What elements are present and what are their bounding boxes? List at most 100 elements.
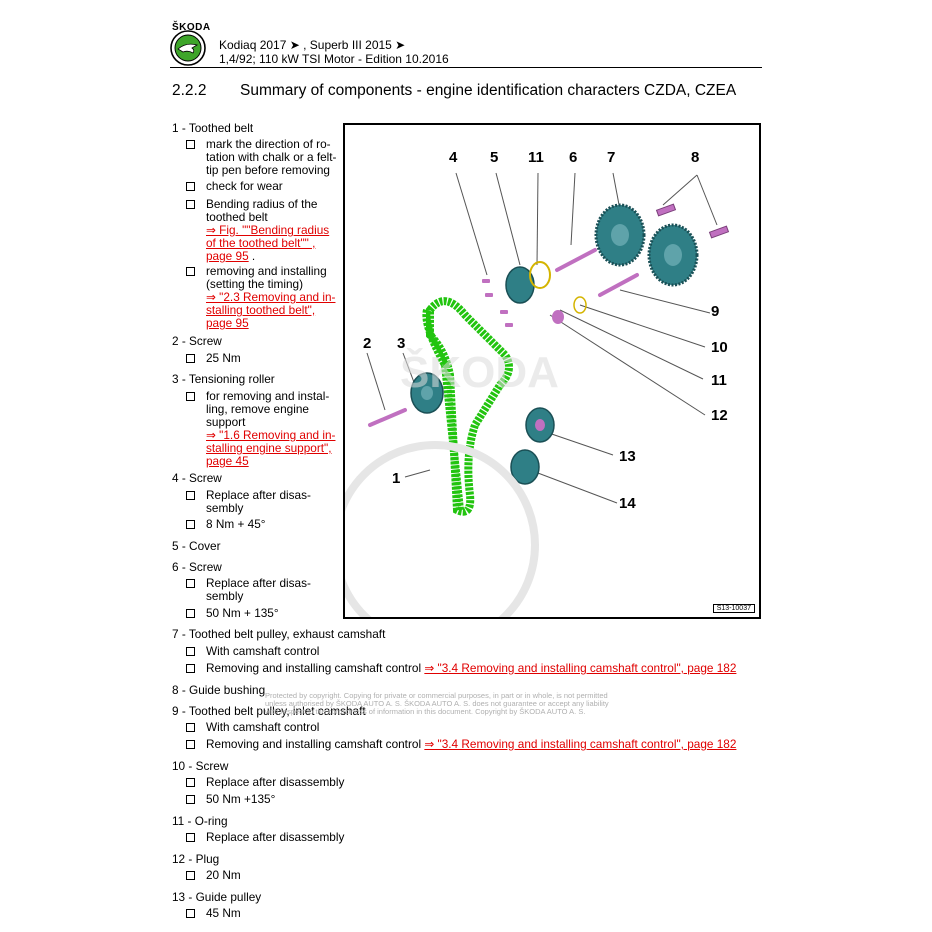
callout-label: 9 — [711, 303, 720, 320]
text-line: Replace after disassembly — [206, 775, 345, 789]
callout-label: 11 — [711, 372, 727, 389]
text-line: With camshaft control — [206, 720, 320, 734]
link-toothed-belt[interactable]: stalling toothed belt", — [206, 303, 316, 317]
checkbox-bullet-icon — [186, 140, 195, 149]
copyright-watermark: Protected by copyright. Copying for priv… — [265, 692, 609, 716]
link-engine-support[interactable]: ⇒ "1.6 Removing and in- — [206, 428, 336, 442]
toothed-belt-drawing: ŠKODA — [345, 172, 730, 617]
callout-label: 3 — [397, 335, 406, 352]
callout-label: 4 — [449, 149, 458, 166]
checkbox-bullet-icon — [186, 723, 195, 732]
text-line: support — [206, 415, 246, 429]
section-title: Summary of components - engine identific… — [240, 82, 737, 99]
text-suffix: . — [248, 249, 256, 263]
text-line: With camshaft control — [206, 644, 320, 658]
toothed-belt — [426, 297, 513, 516]
watermark-line: unless authorised by ŠKODA AUTO A. S. ŠK… — [265, 699, 609, 708]
text-line: 25 Nm — [206, 351, 241, 365]
checkbox-bullet-icon — [186, 647, 195, 656]
checkbox-bullet-icon — [186, 520, 195, 529]
checkbox-bullet-icon — [186, 833, 195, 842]
brand-wordmark: ŠKODA — [172, 22, 211, 33]
list-item: 5 - Cover — [172, 539, 221, 553]
header-engine: 1,4/92; 110 kW TSI Motor - Edition 10.20… — [219, 52, 449, 66]
header-models: Kodiaq 2017 ➤ , Superb III 2015 ➤ — [219, 38, 406, 52]
list-item: 12 - Plug — [172, 852, 220, 866]
list-item: 7 - Toothed belt pulley, exhaust camshaf… — [172, 627, 386, 641]
checkbox-bullet-icon — [186, 267, 195, 276]
callout-label: 2 — [363, 335, 372, 352]
header-divider — [170, 67, 762, 68]
text-line: (setting the timing) — [206, 277, 304, 291]
text-line: removing and installing — [206, 264, 327, 278]
checkbox-bullet-icon — [186, 491, 195, 500]
text-line: for removing and instal- — [206, 389, 330, 403]
callout-label: 12 — [711, 407, 728, 424]
list-item: 10 - Screw — [172, 759, 229, 773]
link-toothed-belt[interactable]: page 95 — [206, 316, 249, 330]
checkbox-bullet-icon — [186, 871, 195, 880]
text-line: 45 Nm — [206, 906, 241, 920]
text-line: sembly — [206, 589, 244, 603]
checkbox-bullet-icon — [186, 664, 195, 673]
text-line: ling, remove engine — [206, 402, 309, 416]
list-item: 8 - Guide bushing — [172, 683, 266, 697]
text-line: tation with chalk or a felt- — [206, 150, 337, 164]
callout-label: 11 — [528, 149, 544, 166]
checkbox-bullet-icon — [186, 182, 195, 191]
text-line: check for wear — [206, 179, 283, 193]
text-line: tip pen before removing — [206, 163, 330, 177]
list-item: 11 - O-ring — [172, 814, 228, 828]
list-item: 4 - Screw — [172, 471, 222, 485]
section-number: 2.2.2 — [172, 82, 207, 99]
text-line: 20 Nm — [206, 868, 241, 882]
text-line: 8 Nm + 45° — [206, 517, 266, 531]
checkbox-bullet-icon — [186, 778, 195, 787]
text-line: 50 Nm +135° — [206, 792, 276, 806]
link-engine-support[interactable]: page 45 — [206, 454, 249, 468]
figure-code: S13-10037 — [712, 604, 755, 613]
link-bending-radius[interactable]: ⇒ Fig. ""Bending radius — [206, 223, 330, 237]
callout-label: 1 — [392, 470, 401, 487]
text-line: mark the direction of ro- — [206, 137, 331, 151]
checkbox-bullet-icon — [186, 392, 195, 401]
text-line: Replace after disas- — [206, 576, 311, 590]
watermark-line: Protected by copyright. Copying for priv… — [265, 691, 608, 700]
callout-label: 13 — [619, 448, 636, 465]
text-line: Replace after disassembly — [206, 830, 345, 844]
link-camshaft-control[interactable]: ⇒ "3.4 Removing and installing camshaft … — [424, 737, 737, 751]
text-line: Removing and installing camshaft control — [206, 737, 422, 751]
callout-label: 7 — [607, 149, 616, 166]
checkbox-bullet-icon — [186, 740, 195, 749]
callout-label: 5 — [490, 149, 499, 166]
text-line: 50 Nm + 135° — [206, 606, 279, 620]
checkbox-bullet-icon — [186, 909, 195, 918]
checkbox-bullet-icon — [186, 354, 195, 363]
checkbox-bullet-icon — [186, 795, 195, 804]
list-item: 6 - Screw — [172, 560, 222, 574]
link-bending-radius[interactable]: page 95 — [206, 249, 249, 263]
checkbox-bullet-icon — [186, 200, 195, 209]
checkbox-bullet-icon — [186, 609, 195, 618]
exploded-view-figure: ŠKODA 4 5 11 6 7 8 2 3 9 10 11 12 13 1 1… — [343, 123, 761, 619]
watermark-line: with respect to the correctness of infor… — [265, 707, 586, 716]
callout-label: 8 — [691, 149, 700, 166]
svg-text:ŠKODA: ŠKODA — [400, 346, 559, 397]
link-bending-radius[interactable]: of the toothed belt"" , — [206, 236, 316, 250]
text-line: Removing and installing camshaft control — [206, 661, 422, 675]
text-line: Bending radius of the — [206, 197, 318, 211]
checkbox-bullet-icon — [186, 579, 195, 588]
list-item: 9 - Toothed belt pulley, inlet camshaft — [172, 704, 366, 718]
text-line: Replace after disas- — [206, 488, 311, 502]
text-line: sembly — [206, 501, 244, 515]
callout-label: 10 — [711, 339, 728, 356]
link-engine-support[interactable]: stalling engine support", — [206, 441, 332, 455]
list-item: 3 - Tensioning roller — [172, 372, 275, 386]
link-toothed-belt[interactable]: ⇒ "2.3 Removing and in- — [206, 290, 336, 304]
callout-label: 14 — [619, 495, 636, 512]
link-camshaft-control[interactable]: ⇒ "3.4 Removing and installing camshaft … — [424, 661, 737, 675]
list-item: 1 - Toothed belt — [172, 121, 254, 135]
list-item: 13 - Guide pulley — [172, 890, 262, 904]
text-line: toothed belt — [206, 210, 268, 224]
camshaft-pulleys — [594, 203, 699, 287]
